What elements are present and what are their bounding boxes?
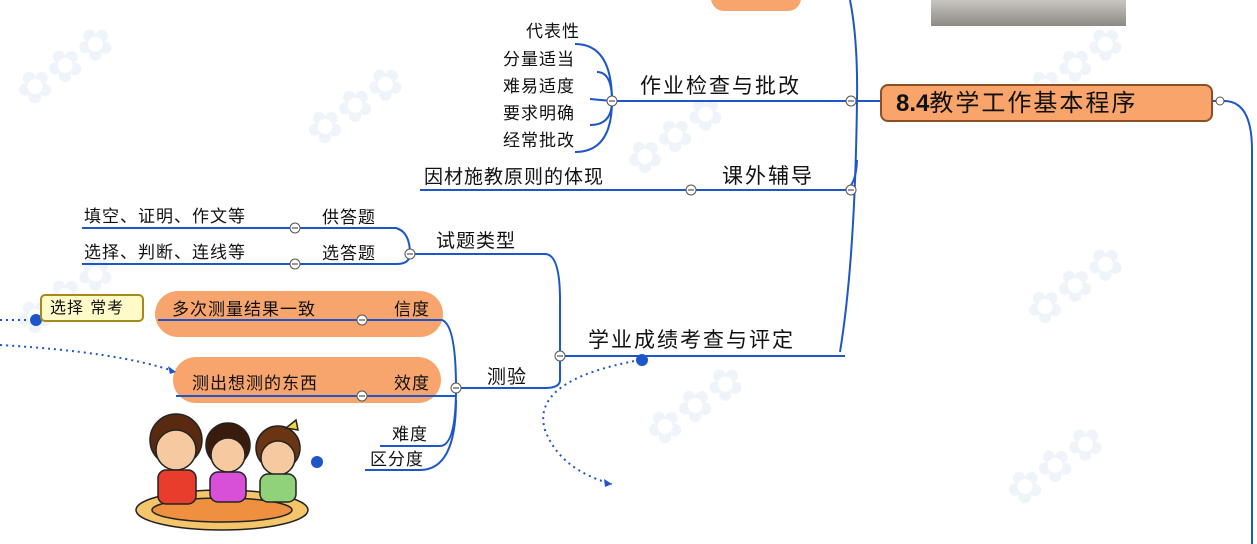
select-question-label[interactable]: 选答题: [322, 244, 376, 264]
homework-item-3[interactable]: 难易适度: [503, 77, 575, 97]
tutoring-note[interactable]: 因材施教原则的体现: [424, 166, 605, 188]
difficulty-label[interactable]: 难度: [392, 425, 428, 445]
photo-thumbnail: [931, 0, 1126, 26]
testing-label[interactable]: 测验: [487, 366, 528, 388]
cloud-shape-validity: [176, 360, 438, 400]
branch-homework-label[interactable]: 作业检查与批改: [640, 74, 801, 98]
children-clipart: [135, 413, 309, 531]
homework-item-1[interactable]: 代表性: [526, 22, 580, 42]
cloud-shape-top: [714, 0, 798, 8]
question-types-label[interactable]: 试题类型: [436, 230, 517, 252]
root-topic[interactable]: 8.4教学工作基本程序: [880, 84, 1213, 122]
cloud-shape-reliability: [158, 294, 440, 334]
root-number: 8.4: [896, 90, 930, 117]
branch-tutoring-label[interactable]: 课外辅导: [722, 164, 814, 188]
select-question-examples[interactable]: 选择、判断、连线等: [84, 243, 246, 263]
root-title: 教学工作基本程序: [929, 89, 1138, 117]
reliability-label[interactable]: 信度: [394, 300, 430, 320]
callout-tag[interactable]: 选择 常考: [40, 294, 144, 322]
homework-item-2[interactable]: 分量适当: [503, 50, 575, 70]
homework-item-5[interactable]: 经常批改: [503, 131, 575, 151]
supply-question-label[interactable]: 供答题: [322, 208, 376, 228]
supply-question-examples[interactable]: 填空、证明、作文等: [84, 207, 246, 227]
homework-item-4[interactable]: 要求明确: [503, 104, 575, 124]
discrimination-label[interactable]: 区分度: [370, 450, 424, 470]
validity-note[interactable]: 测出想测的东西: [192, 374, 318, 394]
branch-assessment-label[interactable]: 学业成绩考查与评定: [588, 328, 795, 352]
reliability-note[interactable]: 多次测量结果一致: [172, 300, 316, 320]
validity-label[interactable]: 效度: [394, 374, 430, 394]
